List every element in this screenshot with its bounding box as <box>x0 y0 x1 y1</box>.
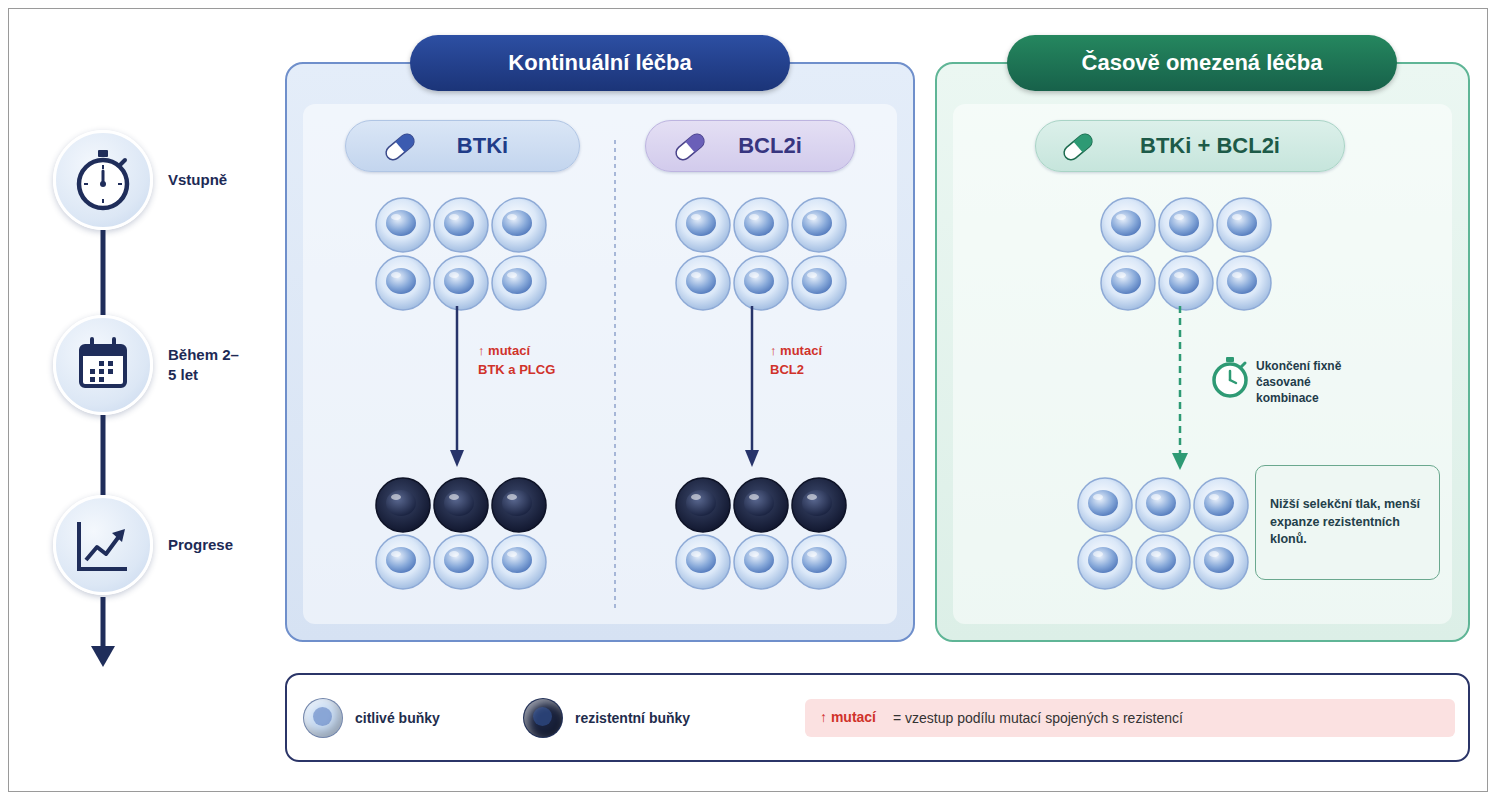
panel-title: Časově omezená léčba <box>1007 35 1397 91</box>
sensitive-cell <box>1136 478 1190 532</box>
resistant-cell <box>376 478 430 532</box>
legend-text: rezistentní buňky <box>575 710 690 726</box>
drug-pill: BCL2i <box>645 120 855 172</box>
sensitive-cell <box>376 256 430 310</box>
chart-icon <box>79 522 127 569</box>
timeline-connector <box>101 415 106 495</box>
sensitive-cell <box>1101 256 1155 310</box>
timeline-arrow <box>91 597 115 667</box>
panel-divider <box>614 140 616 612</box>
legend-item: citlivé buňky <box>303 698 440 738</box>
sensitive-cell <box>734 198 788 252</box>
capsule-icon <box>1061 131 1095 162</box>
sensitive-cell <box>792 198 846 252</box>
sensitive-cell <box>492 198 546 252</box>
mutation-label: ↑ mutací BTK a PLCG <box>478 342 559 380</box>
sensitive-cell <box>492 256 546 310</box>
legend-text: citlivé buňky <box>355 710 440 726</box>
resistant-cell <box>676 478 730 532</box>
sensitive-cell <box>376 198 430 252</box>
legend-item: = vzestup podílu mutací spojených s rezi… <box>893 698 1183 738</box>
stopwatch-icon <box>79 150 127 208</box>
sensitive-cell <box>1136 535 1190 589</box>
sensitive-cell <box>1217 198 1271 252</box>
drug-pill: BTKi <box>345 120 580 172</box>
sensitive-cell <box>1159 198 1213 252</box>
sensitive-cell <box>676 256 730 310</box>
sensitive-cell <box>792 256 846 310</box>
resistant-cell <box>492 478 546 532</box>
timeline-label: Během 2–5 let <box>168 345 240 386</box>
dashed-arrow <box>1172 306 1188 470</box>
sensitive-cell <box>676 535 730 589</box>
legend-swatch <box>523 698 563 738</box>
mutation-label: ↑ mutací BCL2 <box>770 342 851 380</box>
legend-item: rezistentní buňky <box>523 698 690 738</box>
sensitive-cell <box>376 535 430 589</box>
sensitive-cell <box>1217 256 1271 310</box>
sensitive-cell <box>734 535 788 589</box>
sensitive-cell <box>434 535 488 589</box>
treatment-panel: Časově omezená léčbaBTKi + BCL2iNižší se… <box>935 62 1470 642</box>
calendar-icon <box>81 339 125 386</box>
legend-swatch <box>303 698 343 738</box>
drug-name: BTKi + BCL2i <box>1100 133 1280 159</box>
timeline-step: Během 2–5 let <box>53 315 153 415</box>
sensitive-cell <box>1078 478 1132 532</box>
resistant-cell <box>792 478 846 532</box>
sensitive-cell <box>1194 478 1248 532</box>
note-text: Nižší selekční tlak, menší expanze rezis… <box>1270 496 1425 549</box>
legend-sample: ↑ mutací <box>820 709 876 725</box>
resistant-cell <box>734 478 788 532</box>
sensitive-cell <box>492 535 546 589</box>
resistant-cell <box>434 478 488 532</box>
legend-text: = vzestup podílu mutací spojených s rezi… <box>893 710 1183 726</box>
progression-arrow <box>450 306 464 467</box>
drug-name: BTKi <box>417 133 508 159</box>
timeline-connector <box>101 230 106 315</box>
panel-title: Kontinuální léčba <box>410 35 790 91</box>
sensitive-cell <box>1101 198 1155 252</box>
sensitive-cell <box>434 256 488 310</box>
note-box: Nižší selekční tlak, menší expanze rezis… <box>1255 465 1440 580</box>
capsule-icon <box>673 131 707 162</box>
sensitive-cell <box>1078 535 1132 589</box>
sensitive-cell <box>792 535 846 589</box>
sensitive-cell <box>1194 535 1248 589</box>
sensitive-cell <box>434 198 488 252</box>
stopwatch-icon <box>1214 357 1246 396</box>
capsule-icon <box>383 131 417 162</box>
sensitive-cell <box>1159 256 1213 310</box>
timeline-step: Vstupně <box>53 130 153 230</box>
progression-arrow <box>745 306 759 467</box>
sensitive-cell <box>676 198 730 252</box>
timeline-step: Progrese <box>53 495 153 595</box>
drug-pill: BTKi + BCL2i <box>1035 120 1345 172</box>
cell-groups <box>376 198 1271 589</box>
sensitive-cell <box>734 256 788 310</box>
stop-label: Ukončení fixně časované kombinace <box>1256 358 1346 407</box>
drug-name: BCL2i <box>698 133 802 159</box>
timeline-label: Vstupně <box>168 170 240 190</box>
timeline-label: Progrese <box>168 535 240 555</box>
